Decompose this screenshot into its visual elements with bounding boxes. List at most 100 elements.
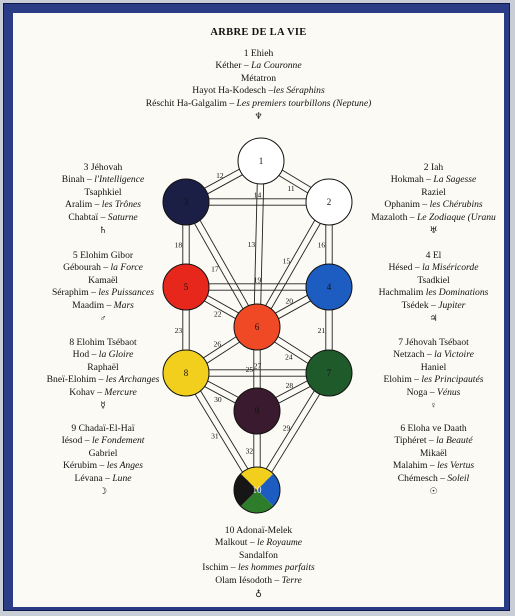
path-number-13: 13 bbox=[248, 240, 256, 249]
sephira-node-label-9: 9 bbox=[255, 406, 260, 416]
sephira-6-text: 6 Eloha ve Daath Tiphéret – la Beauté Mi… bbox=[363, 423, 504, 497]
sephira-1-name: 1 Ehieh bbox=[243, 48, 274, 59]
sephira-node-6 bbox=[233, 303, 281, 351]
path-line bbox=[188, 200, 261, 326]
malkuth-quadrant bbox=[257, 473, 280, 507]
path-number-19: 19 bbox=[254, 275, 262, 284]
path-number-16: 16 bbox=[318, 241, 326, 250]
diagram-page: ARBRE DE LA VIE 1 Ehieh Kéther – La Cour… bbox=[13, 13, 504, 607]
tree-of-life-diagram: 1112131415161718192021222324252627282930… bbox=[162, 137, 353, 514]
path-number-28: 28 bbox=[286, 381, 294, 390]
path-line bbox=[253, 200, 327, 326]
sephira-8-text: 8 Elohim Tsébaot Hod – la Gloire Raphaël… bbox=[33, 337, 173, 411]
sephira-node-label-4: 4 bbox=[327, 282, 332, 292]
path-number-17: 17 bbox=[211, 264, 219, 273]
sephira-node-label-7: 7 bbox=[327, 368, 332, 378]
sephira-2-name: 2 Iah bbox=[423, 162, 444, 173]
sephira-8-name: 8 Elohim Tsébaot bbox=[69, 337, 137, 348]
sephira-node-2 bbox=[305, 178, 353, 226]
sephira-node-label-3: 3 bbox=[184, 197, 189, 207]
mars-symbol: ♂ bbox=[99, 313, 107, 324]
path-number-27: 27 bbox=[254, 361, 262, 370]
sephira-node-label-6: 6 bbox=[255, 322, 260, 332]
sephira-9-text: 9 Chadaï-El-Haï Iésod – le Fondement Gab… bbox=[33, 423, 173, 497]
sephira-1-choir: Hayot Ha-Kodesch –les Séraphins bbox=[192, 85, 325, 97]
path-line bbox=[253, 160, 259, 327]
path-number-18: 18 bbox=[175, 241, 183, 250]
sephira-9-archangel: Gabriel bbox=[88, 447, 118, 459]
path-number-31: 31 bbox=[211, 431, 219, 440]
sephira-10-text: 10 Adonaï-Melek Malkout – le Royaume San… bbox=[13, 525, 504, 599]
sephira-7-name: 7 Jéhovah Tsébaot bbox=[398, 337, 469, 348]
jupiter-symbol: ♃ bbox=[429, 313, 438, 324]
sephira-node-4 bbox=[305, 263, 353, 311]
path-number-14: 14 bbox=[254, 190, 262, 199]
path-line bbox=[259, 203, 333, 329]
saturn-symbol: ♄ bbox=[98, 225, 108, 236]
path-line bbox=[259, 161, 265, 328]
sephira-5-archangel: Kamaël bbox=[88, 274, 118, 286]
sephira-3-name: 3 Jéhovah bbox=[83, 162, 123, 173]
sephira-9-name: 9 Chadaï-El-Haï bbox=[71, 423, 135, 434]
path-number-26: 26 bbox=[214, 340, 222, 349]
path-number-32: 32 bbox=[246, 447, 254, 456]
sephira-4-name: 4 El bbox=[425, 250, 442, 261]
moon-symbol: ☽ bbox=[98, 486, 108, 497]
sephira-4-archangel: Tsadkiel bbox=[417, 274, 450, 286]
sephira-node-8 bbox=[162, 349, 210, 397]
sephira-3-archangel: Tsaphkiel bbox=[84, 186, 122, 198]
sephira-1-text: 1 Ehieh Kéther – La Couronne Métatron Ha… bbox=[13, 48, 504, 122]
sephira-node-1 bbox=[237, 137, 285, 185]
sephira-7-text: 7 Jéhovah Tsébaot Netzach – la Victoire … bbox=[363, 337, 504, 411]
sephira-7-archangel: Haniel bbox=[420, 361, 447, 373]
path-number-20: 20 bbox=[286, 296, 294, 305]
sephira-node-5 bbox=[162, 263, 210, 311]
path-number-30: 30 bbox=[214, 395, 222, 404]
malkuth-quadrant bbox=[240, 467, 274, 490]
malkuth-quadrant bbox=[233, 473, 257, 507]
sephira-2-text: 2 Iah Hokmah – La Sagesse Raziel Ophanim… bbox=[363, 162, 504, 236]
path-number-11: 11 bbox=[287, 184, 294, 193]
sephira-10-archangel: Sandalfon bbox=[239, 549, 278, 561]
path-number-12: 12 bbox=[216, 171, 224, 180]
sephira-node-label-1: 1 bbox=[259, 156, 264, 166]
sephira-4-text: 4 El Hésed – la Miséricorde Tsadkiel Hac… bbox=[363, 250, 504, 324]
sephira-10-name: 10 Adonaï-Melek bbox=[224, 525, 293, 536]
sephira-node-7 bbox=[305, 349, 353, 397]
sephira-node-label-10: 10 bbox=[253, 485, 263, 495]
sephira-5-name: 5 Elohim Gibor bbox=[72, 250, 134, 261]
earth-symbol: ♁ bbox=[255, 588, 262, 599]
path-number-25: 25 bbox=[246, 365, 254, 374]
mercury-symbol: ☿ bbox=[100, 400, 106, 411]
venus-symbol: ♀ bbox=[430, 400, 437, 411]
path-number-23: 23 bbox=[175, 326, 183, 335]
sephira-node-label-2: 2 bbox=[327, 197, 332, 207]
page-title: ARBRE DE LA VIE bbox=[210, 27, 307, 38]
sun-symbol: ☉ bbox=[429, 486, 438, 497]
path-line bbox=[182, 203, 255, 329]
sephira-node-3 bbox=[162, 178, 210, 226]
page-frame: ARBRE DE LA VIE 1 Ehieh Kéther – La Cour… bbox=[3, 3, 510, 611]
path-number-24: 24 bbox=[285, 352, 293, 361]
sephira-node-label-5: 5 bbox=[184, 282, 189, 292]
path-number-22: 22 bbox=[214, 310, 222, 319]
sephira-node-9 bbox=[233, 387, 281, 435]
sephira-1-title: Kéther – La Couronne bbox=[215, 60, 302, 72]
uranus-symbol: ♅ bbox=[429, 225, 438, 236]
sephira-8-archangel: Raphaël bbox=[87, 361, 119, 373]
sephira-6-name: 6 Eloha ve Daath bbox=[400, 423, 467, 434]
path-number-21: 21 bbox=[318, 326, 326, 335]
sephira-5-text: 5 Elohim Gibor Gébourah – la Force Kamaë… bbox=[33, 250, 173, 324]
sephira-1-archangel: Métatron bbox=[240, 72, 277, 84]
path-labels-layer: 11 12 13 14 15 16 17 18 19 20 21 22 23 24 25 26 27 28 29 30… bbox=[175, 171, 326, 456]
sephira-1-planet: Réschit Ha-Galgalim – Les premiers tourb… bbox=[145, 97, 372, 109]
malkuth-quadrant bbox=[240, 490, 274, 513]
path-number-29: 29 bbox=[283, 423, 291, 432]
sephira-3-text: 3 Jéhovah Binah – l'Intelligence Tsaphki… bbox=[33, 162, 173, 236]
sephira-6-archangel: Mikaël bbox=[419, 447, 448, 459]
path-number-15: 15 bbox=[283, 257, 291, 266]
sephira-node-label-8: 8 bbox=[184, 368, 189, 378]
sephira-2-archangel: Raziel bbox=[421, 186, 446, 198]
neptune-symbol: ♆ bbox=[254, 111, 263, 122]
